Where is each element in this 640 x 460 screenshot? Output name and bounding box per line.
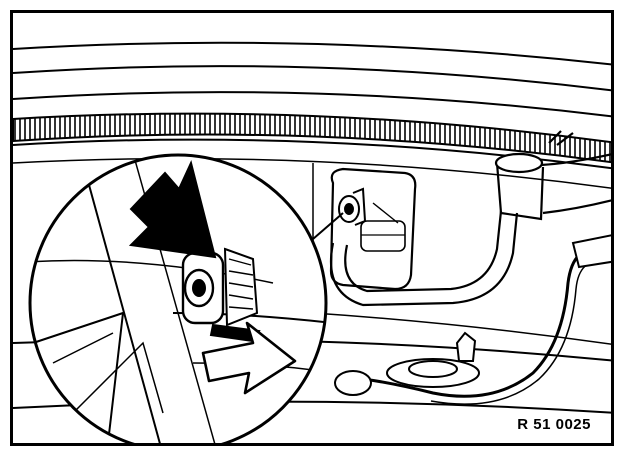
filler-pipe xyxy=(329,130,611,307)
reference-code: R 51 0025 xyxy=(513,416,595,433)
indicator-arrow-icon xyxy=(128,160,217,259)
direction-arrow-icon xyxy=(201,321,297,395)
leader-line xyxy=(312,212,344,240)
bolt-detail xyxy=(338,187,367,226)
technical-illustration xyxy=(13,41,611,443)
illustration-frame: R 51 0025 xyxy=(10,10,614,446)
floor-fitting xyxy=(334,331,480,396)
rear-bracket xyxy=(329,167,417,291)
wiring-harness xyxy=(362,234,611,405)
